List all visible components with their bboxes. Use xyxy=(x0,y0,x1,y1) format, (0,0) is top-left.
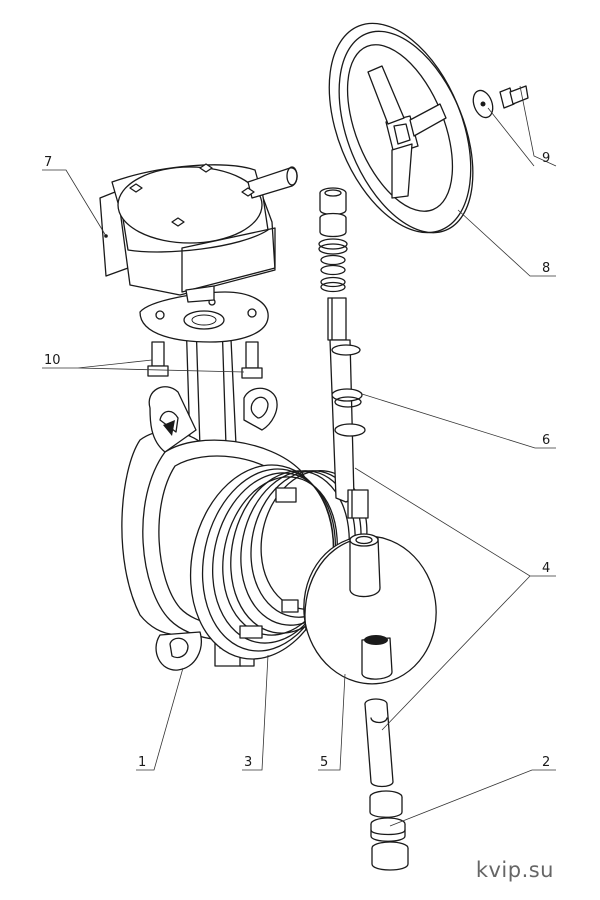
gearbox xyxy=(99,163,298,303)
callout-9: 9 xyxy=(542,151,550,166)
callout-4: 4 xyxy=(542,561,550,576)
leader-lines xyxy=(42,85,557,827)
watermark: kvip.su xyxy=(475,858,554,882)
callout-labels: 7 10 9 8 6 4 2 1 3 5 xyxy=(44,151,550,770)
callout-5: 5 xyxy=(320,755,328,770)
callout-7: 7 xyxy=(44,155,52,170)
callout-1: 1 xyxy=(138,755,146,770)
upper-stem xyxy=(318,187,369,519)
washer-and-bolt xyxy=(472,85,529,119)
gearbox-cover-bolts xyxy=(129,163,255,227)
callout-2: 2 xyxy=(542,755,550,770)
callout-8: 8 xyxy=(542,261,550,276)
callout-6: 6 xyxy=(542,433,550,448)
valve-disc xyxy=(303,533,437,685)
mounting-bolts xyxy=(147,341,263,379)
callout-3: 3 xyxy=(244,755,252,770)
callout-10: 10 xyxy=(44,353,61,368)
bottom-bushing xyxy=(369,790,409,871)
handwheel xyxy=(328,22,474,234)
lower-stem xyxy=(364,698,394,788)
